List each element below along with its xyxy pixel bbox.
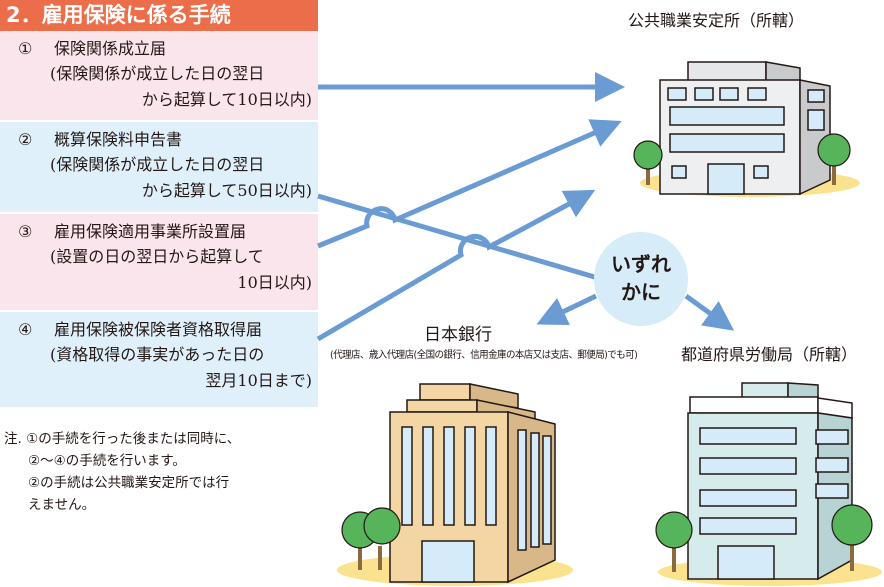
procedure-deadline: から起算して10日以内) <box>141 90 312 109</box>
procedure-1: ① 保険関係成立届 (保険関係が成立した日の翌日 から起算して10日以内) <box>0 31 318 120</box>
procedure-deadline: (設置の日の翌日から起算して <box>50 247 264 266</box>
prefectural-bureau-label: 都道府県労働局（所轄） <box>681 345 858 364</box>
arrow-procedure-3-to-hello-work <box>317 119 622 249</box>
procedure-number: ① <box>18 39 33 58</box>
arrow-either-to-prefectural-bureau <box>684 293 735 331</box>
either-line: いずれ <box>611 252 671 276</box>
note-line: ②～④の手続を行います。 <box>28 453 186 469</box>
procedure-deadline: 翌月10日まで) <box>205 371 312 390</box>
procedure-2: ② 概算保険料申告書 (保険関係が成立した日の翌日 から起算して50日以内) <box>0 122 318 212</box>
note: 注. ①の手続を行った後または同時に、 ②～④の手続を行います。 ②の手続は公共… <box>4 428 240 516</box>
hello-work-label: 公共職業安定所（所轄） <box>628 11 805 30</box>
bank-of-japan-building-icon <box>337 383 573 586</box>
procedure-name: 雇用保険適用事業所設置届 <box>54 222 247 241</box>
procedure-deadline: から起算して50日以内) <box>141 181 312 200</box>
procedure-name: 保険関係成立届 <box>54 39 167 58</box>
tree-icon <box>341 507 401 570</box>
hello-work-building-icon <box>640 61 860 197</box>
either-bubble: いずれ かに <box>594 232 688 326</box>
procedure-number: ④ <box>18 320 33 339</box>
arrow-either-to-bank-of-japan <box>536 293 598 326</box>
procedure-4: ④ 雇用保険被保険者資格取得届 (資格取得の事実があった日の 翌月10日まで) <box>0 312 318 407</box>
procedure-deadline: (保険関係が成立した日の翌日 <box>50 155 265 174</box>
note-line: ①の手続を行った後または同時に、 <box>26 431 241 447</box>
note-prefix: 注. <box>4 431 22 447</box>
bank-of-japan-label: 日本銀行 <box>424 325 492 345</box>
either-line: かに <box>621 280 661 304</box>
tree-icon <box>633 133 851 185</box>
section-title: 2．雇用保険に係る手続 <box>0 0 318 31</box>
procedure-name: 雇用保険被保険者資格取得届 <box>54 320 263 339</box>
tree-icon <box>655 504 873 572</box>
procedure-number: ③ <box>18 222 33 241</box>
procedure-number: ② <box>18 130 33 149</box>
prefectural-labor-bureau-building-icon <box>658 382 882 586</box>
arrow-procedure-2-to-either <box>317 193 599 281</box>
bank-of-japan-note: (代理店、歳入代理店(全国の銀行、信用金庫の本店又は支店、郵便局)でも可) <box>330 350 638 361</box>
procedure-deadline: (資格取得の事実があった日の <box>50 345 265 364</box>
arrow-procedure-4-to-hello-work <box>316 189 596 342</box>
note-line: えません。 <box>28 497 96 513</box>
procedure-deadline: (保険関係が成立した日の翌日 <box>50 64 265 83</box>
procedure-deadline: 10日以内) <box>237 273 312 292</box>
procedure-name: 概算保険料申告書 <box>54 130 183 149</box>
procedure-3: ③ 雇用保険適用事業所設置届 (設置の日の翌日から起算して 10日以内) <box>0 214 318 310</box>
note-line: ②の手続は公共職業安定所では行 <box>28 475 230 491</box>
